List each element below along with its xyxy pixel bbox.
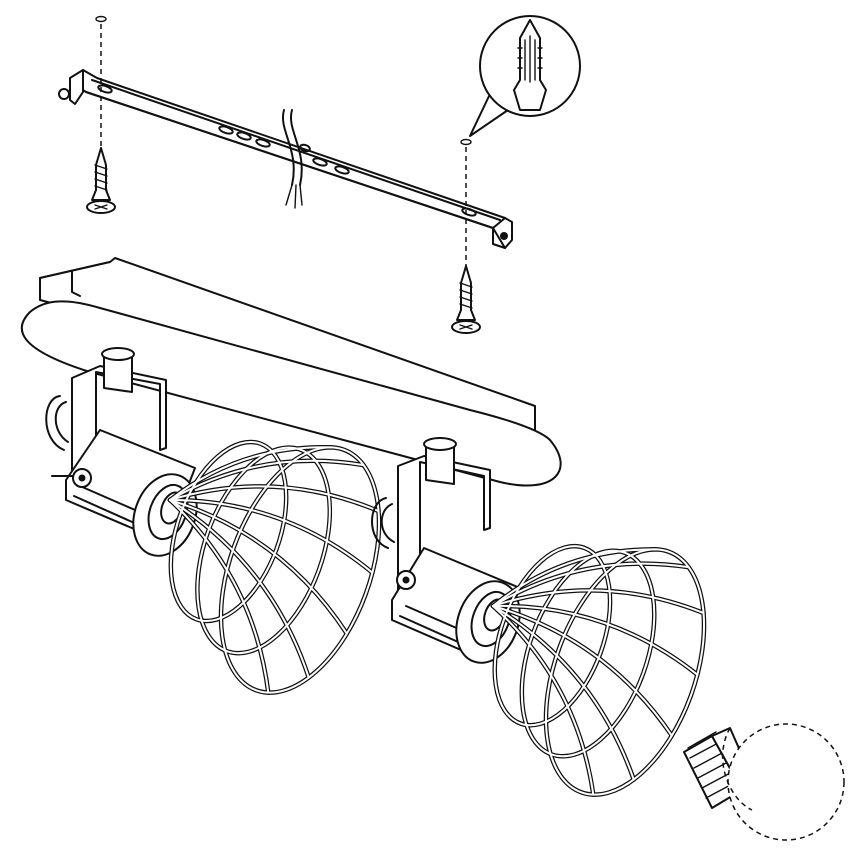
wood-screw-icon — [451, 265, 481, 334]
mains-cable-icon — [281, 109, 303, 209]
ceiling-plate-icon — [20, 257, 562, 487]
wall-plug-icon — [469, 15, 581, 137]
screw-guide-lines — [95, 15, 472, 270]
wood-screw-icon — [86, 147, 116, 214]
light-bulb-icon — [683, 723, 845, 841]
wire-cage-left — [167, 439, 382, 695]
mounting-bracket-icon — [58, 69, 513, 249]
wire-cage-right — [490, 543, 707, 797]
